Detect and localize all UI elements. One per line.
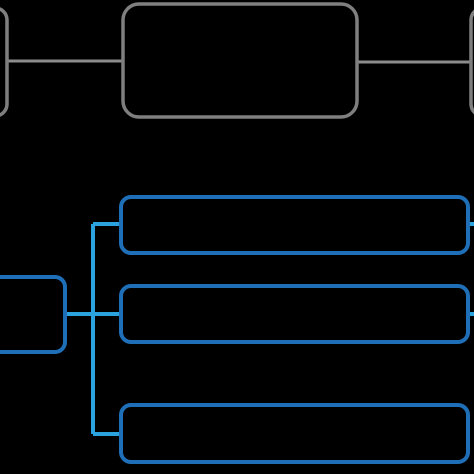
child-node-3 — [119, 403, 470, 464]
top-left-node — [0, 7, 9, 117]
child-node-2 — [119, 284, 470, 344]
top-center-node — [121, 2, 359, 119]
child-node-1 — [119, 195, 470, 255]
top-right-node — [469, 9, 474, 115]
root-node — [0, 275, 67, 354]
